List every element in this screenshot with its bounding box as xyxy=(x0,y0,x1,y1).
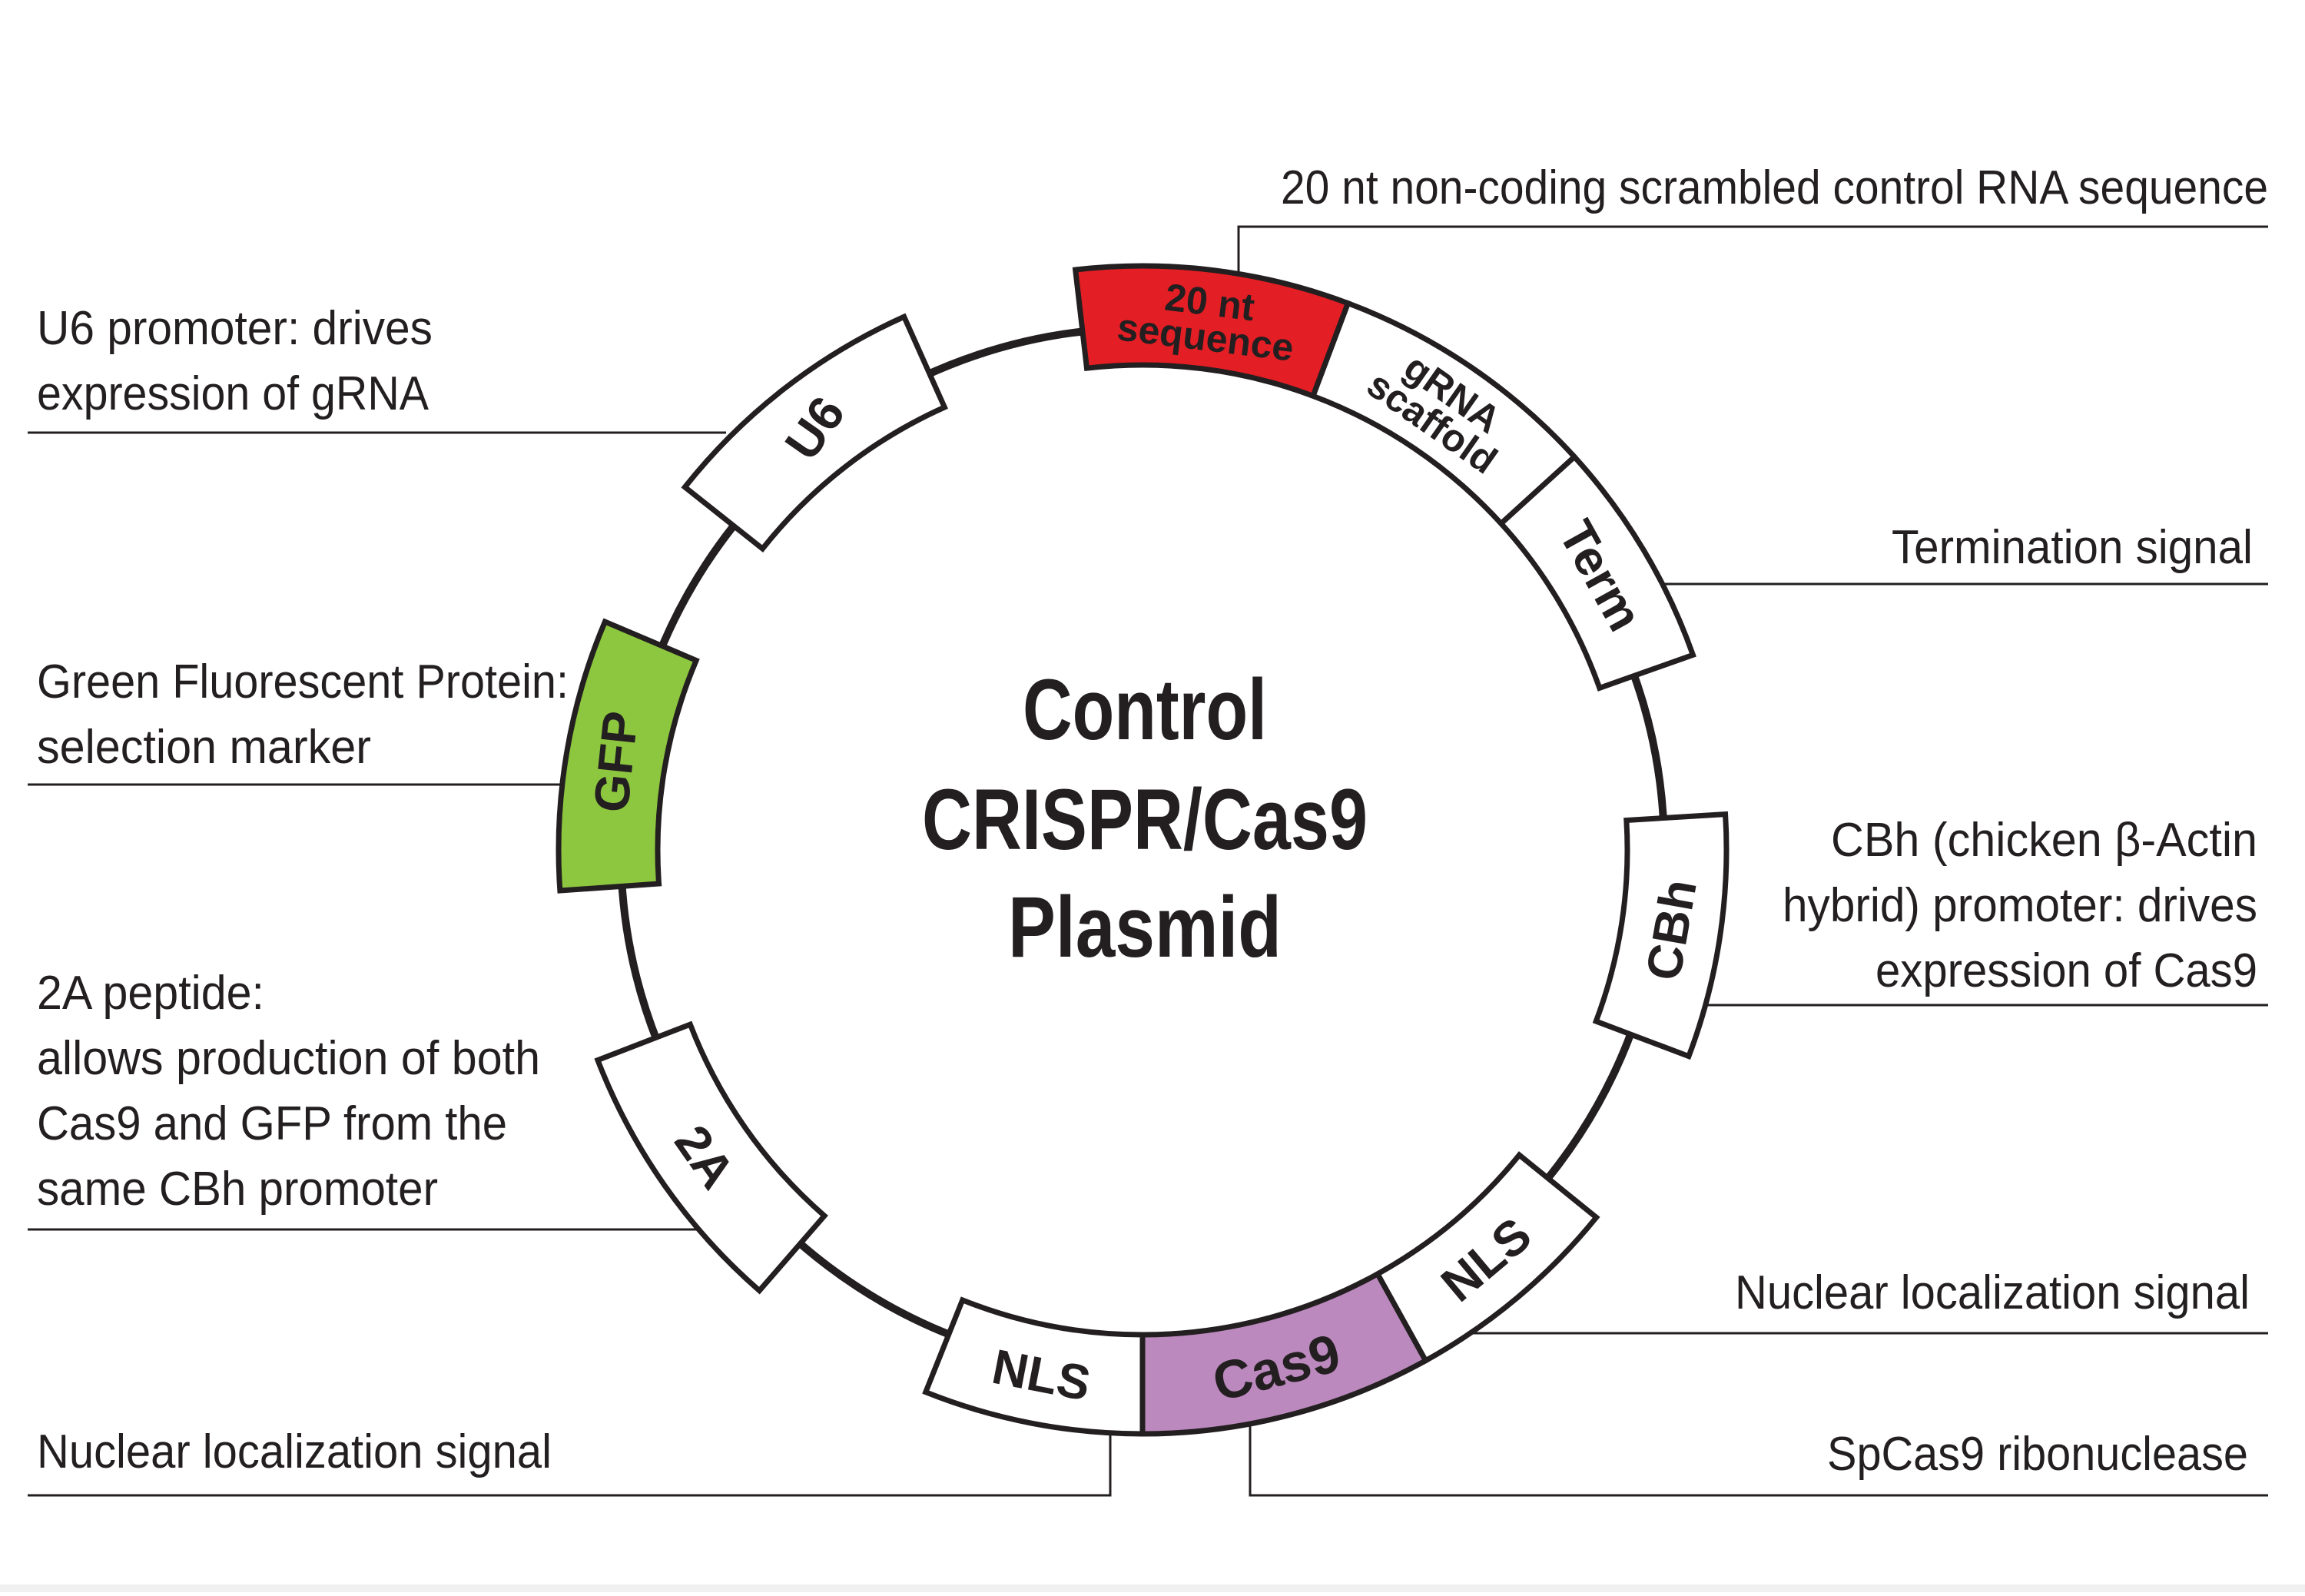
annotation-cbh: CBh (chicken β-Actin hybrid) promoter: d… xyxy=(1783,814,2257,997)
feature-annotations: 20 nt non-coding scrambled control RNA s… xyxy=(37,161,2268,1481)
annotation-term: Termination signal xyxy=(1892,521,2253,574)
annotation-term-line-1: Termination signal xyxy=(1892,521,2253,574)
segment-u6: U6 xyxy=(681,313,948,552)
bottom-edge xyxy=(0,1584,2305,1592)
segment-2a: 2A xyxy=(594,1020,828,1295)
segment-box-term xyxy=(1497,453,1696,692)
title-line-2: CRISPR/Cas9 xyxy=(922,771,1368,868)
annotation-gfp-line-1: Green Fluorescent Protein: xyxy=(37,655,569,708)
segment-box-cbh xyxy=(1592,811,1730,1060)
annotation-2a: 2A peptide: allows production of both Ca… xyxy=(37,967,540,1216)
annotation-20nt: 20 nt non-coding scrambled control RNA s… xyxy=(1281,161,2268,214)
annotation-nls-right-line-1: Nuclear localization signal xyxy=(1735,1266,2250,1319)
leader-lines xyxy=(28,225,2268,1497)
annotation-u6-line-2: expression of gRNA xyxy=(37,367,429,420)
segment-20nt: 20 ntsequence xyxy=(1072,263,1351,400)
annotation-cbh-line-1: CBh (chicken β-Actin xyxy=(1831,814,2257,867)
title-line-1: Control xyxy=(1023,662,1267,758)
leader-nls-bottom xyxy=(28,1424,1112,1497)
plasmid-title: Control CRISPR/Cas9 Plasmid xyxy=(922,662,1368,975)
segment-box-u6 xyxy=(681,313,948,552)
annotation-gfp-line-2: selection marker xyxy=(37,721,371,774)
segment-cas9: Cas9 xyxy=(1139,1270,1430,1437)
annotation-u6-line-1: U6 promoter: drives xyxy=(37,302,433,355)
annotation-2a-line-1: 2A peptide: xyxy=(37,967,264,1020)
segment-box-nls-bottom xyxy=(922,1296,1146,1437)
annotation-nls-bottom: Nuclear localization signal xyxy=(37,1425,552,1478)
annotation-gfp: Green Fluorescent Protein: selection mar… xyxy=(37,655,569,774)
leader-cas9 xyxy=(1249,1420,2268,1497)
segment-nls-right: NLS xyxy=(1374,1151,1600,1365)
segment-box-gfp xyxy=(556,618,700,894)
segment-nls-bottom: NLS xyxy=(922,1296,1146,1437)
segment-grna-scaffold: gRNAscaffold xyxy=(1309,300,1579,528)
segment-gfp: GFP xyxy=(556,618,700,894)
segment-label-line: GFP xyxy=(583,708,648,815)
segment-label-gfp: GFP xyxy=(583,708,648,815)
leader-20nt xyxy=(1237,225,2268,286)
annotation-cas9: SpCas9 ribonuclease xyxy=(1827,1428,2248,1481)
segment-term: Term xyxy=(1497,453,1696,692)
annotation-u6: U6 promoter: drives expression of gRNA xyxy=(37,302,433,420)
annotation-nls-bottom-line-1: Nuclear localization signal xyxy=(37,1425,552,1478)
annotation-nls-right: Nuclear localization signal xyxy=(1735,1266,2250,1319)
annotation-cas9-line-1: SpCas9 ribonuclease xyxy=(1827,1428,2248,1481)
feature-segments: U6 20 ntsequencegRNAscaffoldTermCBhNLSCas… xyxy=(556,263,1730,1437)
title-line-3: Plasmid xyxy=(1008,879,1282,975)
annotation-2a-line-2: allows production of both xyxy=(37,1032,540,1085)
annotation-2a-line-4: same CBh promoter xyxy=(37,1163,438,1216)
annotation-2a-line-3: Cas9 and GFP from the xyxy=(37,1097,507,1150)
annotation-cbh-line-3: expression of Cas9 xyxy=(1876,944,2257,997)
annotation-20nt-line-1: 20 nt non-coding scrambled control RNA s… xyxy=(1281,161,2268,214)
annotation-cbh-line-2: hybrid) promoter: drives xyxy=(1783,879,2257,932)
segment-cbh: CBh xyxy=(1592,811,1730,1060)
segment-box-2a xyxy=(594,1020,828,1295)
